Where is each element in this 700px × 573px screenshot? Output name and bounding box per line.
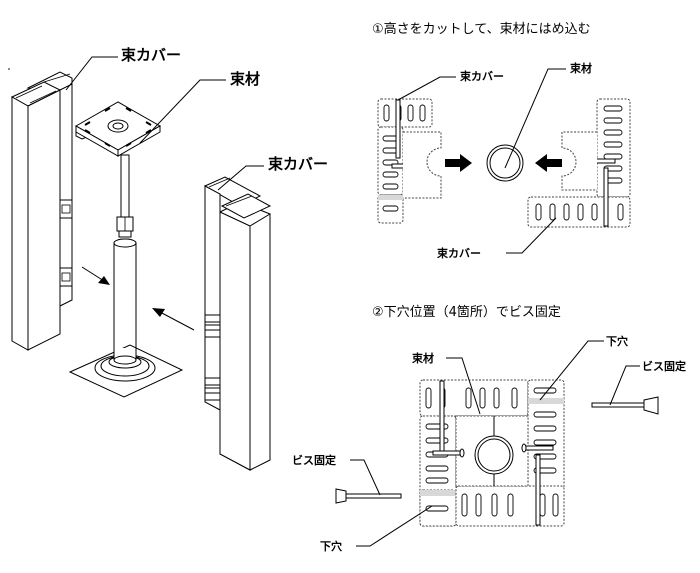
step2-leader-screw-right (609, 365, 640, 406)
leader-post (139, 79, 226, 144)
step1-label-cover-bottom: 束カバー (437, 247, 481, 260)
step2-label-screw-left: ビス固定 (292, 454, 336, 467)
screw-left (335, 488, 402, 504)
step2-leader-pilot-bottom (356, 505, 433, 547)
right-cover-piece (203, 176, 272, 471)
leader-cover-top-left (65, 56, 118, 91)
step1-label-cover-top: 束カバー (460, 70, 504, 83)
step1-leader-cover-top (397, 76, 456, 101)
post-assembly (68, 101, 184, 398)
leader-cover-right (217, 165, 264, 191)
screw-right (591, 396, 659, 415)
stray-dot (8, 68, 10, 70)
insert-arrow-right (152, 308, 195, 331)
label-cover-top-left: 束カバー (121, 46, 182, 64)
step2-leader-post (446, 357, 481, 415)
left-cover-piece (10, 71, 93, 351)
label-post: 束材 (230, 70, 261, 88)
step1-leader-cover-bottom (506, 217, 557, 254)
step1-left-cover (377, 98, 442, 224)
label-cover-right: 束カバー (268, 155, 329, 173)
step1-post-circle (486, 144, 524, 182)
step2-label-pilot-top: 下穴 (606, 335, 628, 348)
step2-label-pilot-bottom: 下穴 (320, 540, 342, 553)
step1-label-post: 束材 (570, 62, 592, 75)
step1-title: ①高さをカットして、束材にはめ込む (372, 22, 591, 37)
step2-assembled (419, 379, 565, 527)
step2-title: ②下穴位置（4箇所）でビス固定 (372, 305, 561, 320)
step2-label-screw-right: ビス固定 (642, 360, 686, 373)
step1-right-cover (527, 98, 631, 228)
step2-label-post: 束材 (412, 352, 434, 365)
step1-arrow-right (445, 154, 472, 172)
step1-arrow-left (535, 154, 562, 172)
step2-leader-pilot-top (539, 340, 604, 401)
insert-arrow-left (81, 266, 110, 285)
step1-leader-post (504, 68, 566, 169)
step2-leader-screw-left (350, 459, 381, 496)
